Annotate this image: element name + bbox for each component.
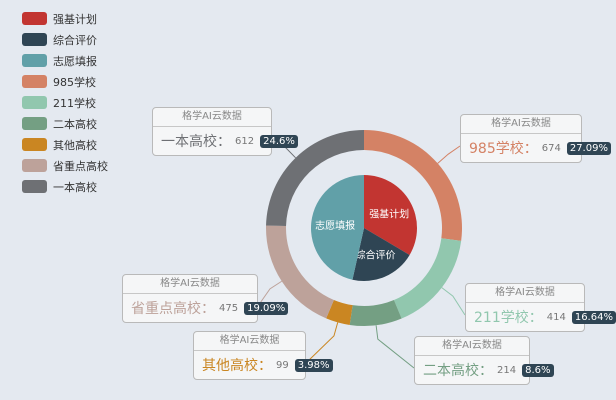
legend-item[interactable]: 强基计划 [22,8,108,29]
callout-category: 其他高校 [202,358,258,374]
callout-percent: 27.09% [566,141,611,155]
callout-colon: ： [528,310,543,326]
callout-body: 二本高校： 214 8.6% [415,356,554,384]
callout-header: 格学AI云数据 [123,275,257,294]
outer-ring [266,130,462,326]
legend-swatch [22,33,47,46]
callout-value: 612 [235,135,255,147]
legend-item[interactable]: 其他高校 [22,134,108,155]
callout-percent: 24.6% [260,134,298,148]
callout-colon: ： [201,301,215,317]
callout-label: 格学AI云数据一本高校： 612 24.6% [152,107,298,156]
callout-value: 475 [219,302,239,314]
inner-slice-label: 强基计划 [369,208,409,221]
callout-header: 格学AI云数据 [461,115,581,134]
leader-line [257,280,283,307]
callout-category: 985学校 [469,141,524,157]
legend-item[interactable]: 一本高校 [22,176,108,197]
callout-label: 格学AI云数据二本高校： 214 8.6% [414,336,554,385]
callout-body: 其他高校： 99 3.98% [194,351,333,379]
callout-header: 格学AI云数据 [153,108,271,127]
callout-category: 省重点高校 [131,301,201,317]
callout-value: 99 [276,359,289,371]
leader-line [375,325,415,369]
legend: 强基计划综合评价志愿填报 985学校 211学校二本高校其他高校省重点高校一本高校 [22,8,108,197]
legend-label: 211学校 [53,96,96,110]
legend-label: 985学校 [53,75,96,89]
callout-category: 211学校 [474,310,529,326]
legend-swatch [22,117,47,130]
legend-swatch [22,159,47,172]
legend-swatch [22,75,47,88]
inner-slice[interactable] [364,175,417,255]
legend-swatch [22,138,47,151]
callout-label: 格学AI云数据 211学校：414 16.64% [465,283,616,332]
leader-line [305,322,339,364]
outer-slice[interactable] [364,130,462,241]
outer-slice[interactable] [266,130,364,227]
callout-colon: ： [258,358,272,374]
legend-swatch [22,96,47,109]
outer-slice[interactable] [349,300,402,326]
callout-body: 211学校：414 16.64% [466,303,616,331]
callout-value: 414 [546,311,566,323]
callout-category: 二本高校 [423,363,479,379]
leader-line [437,145,461,164]
callout-percent: 16.64% [571,310,616,324]
inner-slice[interactable] [310,175,364,280]
callout-percent: 3.98% [294,358,333,372]
callout-value: 214 [497,364,517,376]
callout-colon: ： [217,134,231,150]
callout-category: 一本高校 [161,134,217,150]
outer-slice[interactable] [326,299,353,325]
leader-line [441,287,466,316]
legend-label: 强基计划 [53,12,97,26]
callout-percent: 8.6% [522,363,554,377]
callout-header: 格学AI云数据 [466,284,584,303]
legend-label: 其他高校 [53,138,97,152]
callout-header: 格学AI云数据 [415,337,529,356]
callout-value: 674 [541,142,561,154]
callout-colon: ： [479,363,493,379]
legend-item[interactable]: 985学校 [22,71,108,92]
callout-label: 格学AI云数据 985学校：674 27.09% [460,114,611,163]
legend-label: 综合评价 [53,33,97,47]
legend-item[interactable]: 二本高校 [22,113,108,134]
legend-item[interactable]: 志愿填报 [22,50,108,71]
callout-percent: 19.09% [244,301,289,315]
legend-swatch [22,54,47,67]
outer-slice[interactable] [266,225,334,319]
legend-item[interactable]: 省重点高校 [22,155,108,176]
inner-slice[interactable] [352,228,410,281]
callout-body: 省重点高校： 475 19.09% [123,294,289,322]
callout-body: 985学校：674 27.09% [461,134,611,162]
callout-header: 格学AI云数据 [194,332,305,351]
callout-colon: ： [523,141,538,157]
legend-label: 二本高校 [53,117,97,131]
legend-label: 一本高校 [53,180,97,194]
callout-body: 一本高校： 612 24.6% [153,127,298,155]
legend-item[interactable]: 综合评价 [22,29,108,50]
callout-label: 格学AI云数据省重点高校： 475 19.09% [122,274,289,323]
legend-swatch [22,180,47,193]
callout-label: 格学AI云数据其他高校： 99 3.98% [193,331,333,380]
legend-item[interactable]: 211学校 [22,92,108,113]
inner-slice-label: 志愿填报 [315,219,355,232]
legend-label: 省重点高校 [53,159,108,173]
inner-slice-label: 综合评价 [356,249,396,262]
outer-slice[interactable] [393,238,462,319]
legend-swatch [22,12,47,25]
legend-label: 志愿填报 [53,54,97,68]
